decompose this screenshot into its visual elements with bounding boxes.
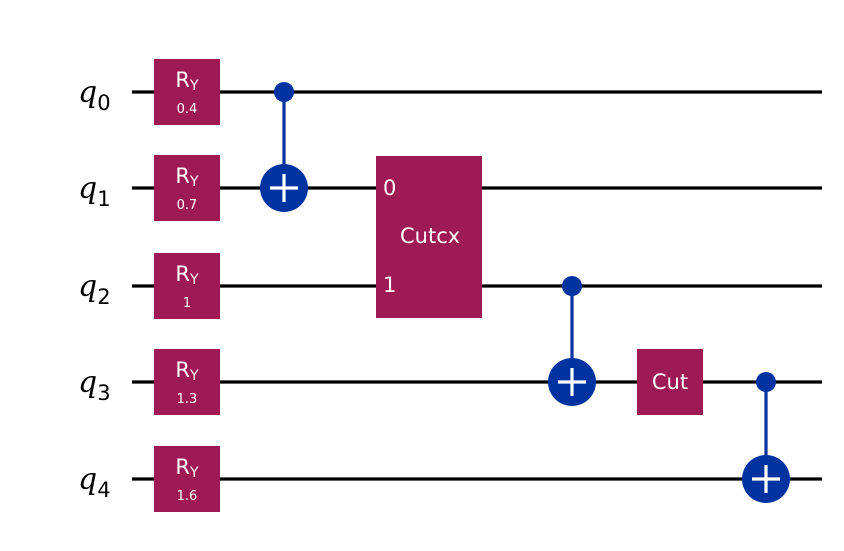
gate-box — [376, 156, 482, 318]
qubit-label-q3: q3 — [78, 365, 111, 405]
gate-box — [154, 349, 220, 415]
gate-box — [154, 253, 220, 319]
cut-gate-label: Cut — [652, 370, 688, 394]
gate-name: RY — [175, 455, 199, 481]
gate-box — [154, 155, 220, 221]
gate-name: RY — [175, 68, 199, 94]
qubit-labels: q0 q1 q2 q3 q4 — [78, 75, 111, 502]
ry-gate-q1: RY 0.7 — [154, 155, 220, 221]
gate-name: RY — [175, 358, 199, 384]
qubit-index: 0 — [97, 91, 110, 115]
control-dot-icon — [756, 372, 776, 392]
qubit-symbol: q — [78, 269, 97, 304]
qubit-label-q0: q0 — [78, 75, 111, 115]
control-dot-icon — [274, 82, 294, 102]
ry-gate-q4: RY 1.6 — [154, 446, 220, 512]
ry-gates: RY 0.4 RY 0.7 RY 1 RY 1.3 RY 1.6 — [154, 59, 220, 512]
qubit-index: 2 — [97, 285, 110, 309]
gate-param: 1.3 — [177, 392, 198, 407]
qubit-index: 4 — [97, 478, 110, 502]
gate-param: 0.4 — [177, 102, 198, 117]
cnot-q0-q1 — [260, 82, 308, 212]
qubit-symbol: q — [78, 75, 97, 110]
qubit-index: 1 — [97, 187, 110, 211]
ry-gate-q2: RY 1 — [154, 253, 220, 319]
gate-name: RY — [175, 262, 199, 288]
gate-name: RY — [175, 164, 199, 190]
cut-gate: Cut — [637, 349, 703, 415]
control-dot-icon — [562, 276, 582, 296]
qubit-label-q1: q1 — [78, 171, 111, 211]
qubit-index: 3 — [97, 381, 110, 405]
cutcx-gate-label: Cutcx — [400, 224, 460, 248]
qubit-symbol: q — [78, 462, 97, 497]
qubit-label-q4: q4 — [78, 462, 111, 502]
qubit-symbol: q — [78, 171, 97, 206]
ry-gate-q3: RY 1.3 — [154, 349, 220, 415]
cutcx-port-0-label: 0 — [383, 176, 396, 200]
ry-gate-q0: RY 0.4 — [154, 59, 220, 125]
gate-param: 1.6 — [177, 489, 198, 504]
cutcx-gate: 0 Cutcx 1 — [376, 156, 482, 318]
gate-param: 1 — [183, 296, 191, 311]
gate-box — [154, 59, 220, 125]
gate-box — [637, 349, 703, 415]
qubit-label-q2: q2 — [78, 269, 111, 309]
gate-box — [154, 446, 220, 512]
cnot-q2-q3 — [548, 276, 596, 406]
cnot-q3-q4 — [742, 372, 790, 503]
qubit-symbol: q — [78, 365, 97, 400]
cutcx-port-1-label: 1 — [383, 273, 396, 297]
gate-param: 0.7 — [177, 198, 198, 213]
